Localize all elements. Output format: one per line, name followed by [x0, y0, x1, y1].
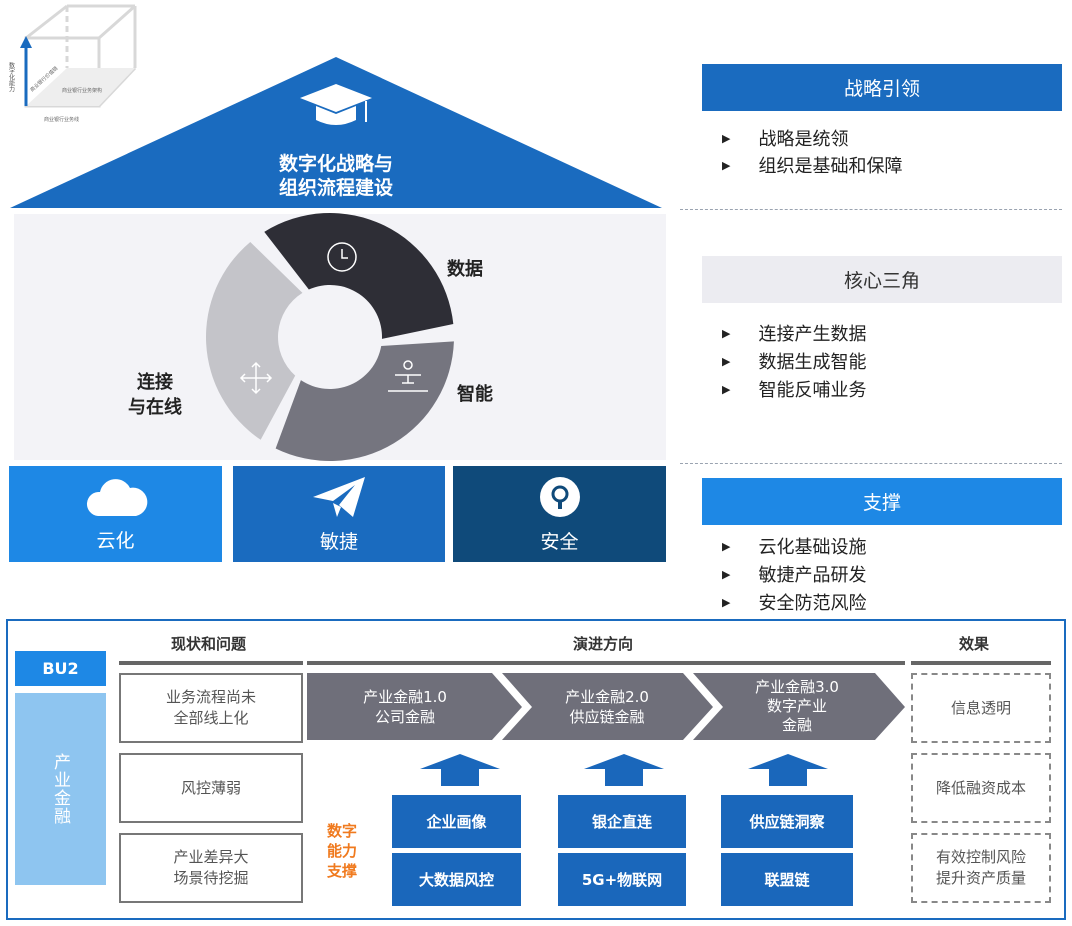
segment-data [264, 213, 454, 339]
capability-box: 大数据风控 [392, 853, 521, 906]
roof-title: 数字化战略与 组织流程建设 [236, 152, 436, 200]
header-rule [911, 661, 1051, 665]
status-box: 产业差异大 场景待挖掘 [119, 833, 303, 903]
pillar-cloud: 云化 [9, 466, 222, 562]
header-effect: 效果 [959, 635, 990, 653]
pillar-cloud-label: 云化 [96, 529, 135, 552]
roof-title-line1: 数字化战略与 [278, 153, 393, 175]
header-status: 现状和问题 [171, 635, 247, 653]
stage-label: 产业金融2.0 供应链金融 [565, 687, 649, 726]
graduation-cap-icon [300, 84, 372, 125]
cube-x-axis-label: 商业银行业务线 [44, 116, 79, 123]
label-data: 数据 [447, 259, 483, 280]
up-arrow-icon [420, 754, 500, 786]
capability-box: 银企直连 [558, 795, 686, 848]
bullet-item: ▶战略是统领 [722, 125, 848, 151]
divider [680, 463, 1062, 464]
capability-box: 企业画像 [392, 795, 521, 848]
roof-title-line2: 组织流程建设 [278, 177, 393, 199]
segment-intelligence [275, 341, 454, 461]
pillar-security-label: 安全 [540, 530, 579, 553]
divider [680, 209, 1062, 210]
paper-plane-icon [313, 476, 365, 517]
pillar-security: 安全 [453, 466, 666, 562]
capability-cube-diagram: 数字化能力 商业银行价值链 商业银行业务架构 商业银行业务线 [8, 4, 137, 123]
header-rule [307, 661, 905, 665]
keyhole-icon [539, 476, 580, 517]
up-arrow-icon [584, 754, 664, 786]
bullet-item: ▶敏捷产品研发 [722, 561, 866, 587]
move-arrows-icon [239, 361, 273, 395]
stage-label: 产业金融1.0 公司金融 [363, 687, 447, 726]
effect-box: 有效控制风险 提升资产质量 [911, 833, 1051, 903]
label-intelligence: 智能 [457, 384, 493, 405]
bullet-text: 连接产生数据 [758, 324, 867, 345]
bullet-text: 数据生成智能 [758, 352, 867, 373]
segment-connect [206, 242, 303, 440]
stage-chevrons [307, 673, 905, 740]
stage-label: 产业金融3.0 数字产业 金融 [755, 678, 839, 734]
bullet-text: 智能反哺业务 [758, 380, 867, 401]
bu-name: 产业金融 [15, 693, 106, 885]
bullet-item: ▶组织是基础和保障 [722, 152, 902, 178]
bu-label: BU2 [15, 651, 106, 686]
stage-chevron-3 [693, 673, 905, 740]
capability-box: 联盟链 [721, 853, 853, 906]
capability-box: 5G+物联网 [558, 853, 686, 906]
stage-chevron-1 [307, 673, 522, 740]
up-arrow-icon [748, 754, 828, 786]
bullet-text: 战略是统领 [758, 129, 849, 150]
support-label: 数字 能力 支撑 [327, 822, 358, 880]
bullet-text: 组织是基础和保障 [758, 156, 903, 177]
capability-box: 供应链洞察 [721, 795, 853, 848]
bullet-text: 敏捷产品研发 [758, 565, 867, 586]
pillar-agile: 敏捷 [233, 466, 445, 562]
section-header-core: 核心三角 [702, 256, 1062, 303]
section-header-strategy: 战略引领 [702, 64, 1062, 111]
status-box: 风控薄弱 [119, 753, 303, 823]
section-header-support: 支撑 [702, 478, 1062, 525]
effect-box: 信息透明 [911, 673, 1051, 743]
status-box: 业务流程尚未 全部线上化 [119, 673, 303, 743]
cloud-icon [86, 478, 147, 516]
bullet-item: ▶安全防范风险 [722, 589, 866, 615]
effect-box: 降低融资成本 [911, 753, 1051, 823]
cube-y-axis-label: 数字化能力 [8, 61, 15, 93]
header-rule [119, 661, 303, 665]
label-connect-line2: 与在线 [128, 397, 182, 418]
bullet-item: ▶数据生成智能 [722, 348, 866, 374]
header-direction: 演进方向 [573, 635, 634, 653]
bullet-item: ▶连接产生数据 [722, 320, 866, 346]
balance-icon [388, 360, 428, 392]
roof [10, 57, 662, 208]
cube-depth-axis-label: 商业银行业务架构 [62, 87, 102, 94]
bullet-item: ▶智能反哺业务 [722, 376, 866, 402]
stage-chevron-2 [502, 673, 713, 740]
label-connect-line1: 连接 [137, 372, 173, 393]
bullet-text: 安全防范风险 [758, 593, 867, 614]
bu-panel [6, 619, 1066, 920]
bullet-text: 云化基础设施 [758, 537, 867, 558]
label-connect: 连接 与在线 [115, 370, 195, 420]
bullet-item: ▶云化基础设施 [722, 533, 866, 559]
core-donut [206, 213, 454, 461]
phone-clock-icon [327, 242, 357, 272]
pillar-agile-label: 敏捷 [319, 530, 358, 553]
